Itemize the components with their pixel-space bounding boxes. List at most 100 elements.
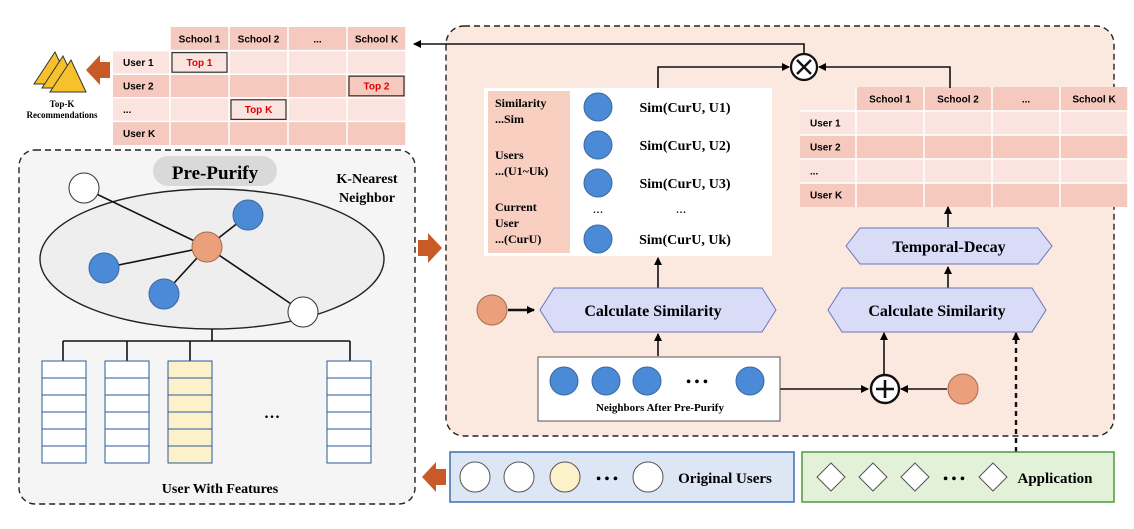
graph-node-blue (232, 199, 264, 231)
flow-arrow-right-icon (418, 233, 442, 263)
top-mark-label: Top 2 (364, 82, 390, 93)
table-column-header: School 1 (179, 34, 221, 45)
user-feature-stacks (41, 360, 372, 464)
legend-cur-line2: User (495, 216, 520, 230)
feature-cell (167, 411, 213, 430)
graph-node-blue (148, 278, 180, 310)
top-recommendation-table: School 1 School 2... School K User 1 User 2.… (113, 27, 407, 145)
application-diamond-icon (900, 462, 930, 492)
neighbor-node-u2 (583, 130, 613, 160)
original-user-node (503, 461, 535, 493)
legend-sim-line2: ...Sim (495, 112, 524, 126)
table-column-header: School 2 (937, 95, 979, 106)
calc-similarity-right-label: Calculate Similarity (868, 303, 1005, 320)
neighbor-node-u3 (583, 168, 613, 198)
table-row (800, 135, 1128, 159)
graph-node-blue (88, 252, 120, 284)
sim-item-u2: Sim(CurU, U2) (640, 139, 731, 154)
knn-label-line1: K-Nearest (336, 172, 397, 187)
application-diamond-icon (816, 462, 846, 492)
pre-purify-title: Pre-Purify (172, 163, 259, 184)
feature-cell (41, 411, 87, 430)
application-box (801, 451, 1115, 503)
feature-cell (104, 377, 150, 396)
feature-cell (41, 394, 87, 413)
table-row (113, 74, 406, 98)
neighbor-node (591, 366, 621, 396)
top-mark-box (348, 75, 405, 97)
table-column-header: School K (1072, 95, 1116, 106)
sim-dots-right: ... (676, 202, 687, 217)
graph-node-white-bottom (287, 296, 319, 328)
top-mark-label: Top K (245, 105, 273, 116)
feature-cell (167, 394, 213, 413)
table-row (113, 50, 406, 75)
table-column-header: School 1 (869, 95, 911, 106)
knn-label-line2: Neighbor (339, 191, 395, 206)
table-row (800, 111, 1128, 135)
flow-arrow-left-icon (422, 462, 446, 492)
table-column-header: ... (313, 34, 322, 45)
table-row-label: User 1 (810, 119, 841, 130)
feature-cell (326, 428, 372, 447)
temporal-decay-block (845, 227, 1053, 265)
current-user-node-right (947, 373, 979, 405)
similarity-legend (488, 91, 570, 253)
original-user-node (632, 461, 664, 493)
table-row (800, 159, 1128, 183)
original-users-label: Original Users (678, 471, 772, 487)
feature-cell (41, 445, 87, 464)
table-column-header: ... (1022, 95, 1031, 106)
sim-dots-left: ... (593, 202, 604, 217)
table-row-label: User 2 (123, 82, 154, 93)
feature-cell (104, 394, 150, 413)
legend-users-line1: Users (495, 148, 524, 162)
table-row-label: User 1 (123, 58, 154, 69)
application-label: Application (1017, 471, 1093, 487)
table-column-header: School K (355, 34, 399, 45)
top-mark-box (171, 51, 228, 73)
table-column-header: School 2 (238, 34, 280, 45)
feature-ellipsis: ... (264, 398, 281, 423)
neighbor-node-uk (583, 224, 613, 254)
feature-cell (326, 360, 372, 379)
feature-cell (167, 377, 213, 396)
feature-cell (104, 360, 150, 379)
table-row-label: User 2 (810, 143, 841, 154)
feature-cell (326, 377, 372, 396)
feature-cell (41, 377, 87, 396)
table-row-label: ... (123, 105, 132, 116)
neighbors-dots: • • • (686, 375, 708, 390)
graph-node-white-top (68, 172, 100, 204)
legend-cur-line3: ...(CurU) (495, 232, 541, 246)
sim-item-u3: Sim(CurU, U3) (640, 177, 731, 192)
table-row (113, 97, 406, 122)
feature-cell (41, 428, 87, 447)
calc-similarity-left-label: Calculate Similarity (584, 303, 721, 320)
result-arrow-icon (86, 55, 110, 85)
application-diamond-icon (858, 462, 888, 492)
top-mark-box (230, 99, 287, 121)
feature-tree (62, 329, 351, 361)
sim-item-u1: Sim(CurU, U1) (640, 101, 731, 116)
top-k-label-line1: Top-K (50, 99, 75, 109)
feature-cell (167, 428, 213, 447)
table-row-label: User K (123, 129, 156, 140)
table-row (800, 183, 1128, 207)
sim-item-uk: Sim(CurU, Uk) (639, 233, 731, 248)
feature-cell (167, 445, 213, 464)
table-row-label: ... (810, 167, 819, 178)
original-user-node (459, 461, 491, 493)
calc-similarity-left-block (539, 287, 777, 333)
neighbor-node (549, 366, 579, 396)
legend-users-line2: ...(U1~Uk) (495, 164, 548, 178)
neighbor-node (632, 366, 662, 396)
connector-arrows (413, 40, 1020, 452)
original-users-dots: • • • (596, 472, 618, 487)
feature-cell (326, 394, 372, 413)
neighbors-label: Neighbors After Pre-Purify (596, 402, 724, 414)
pre-purify-pill (153, 156, 277, 186)
original-user-node-highlight (549, 461, 581, 493)
top-k-recommendations: Top-K Recommendations (27, 50, 110, 120)
